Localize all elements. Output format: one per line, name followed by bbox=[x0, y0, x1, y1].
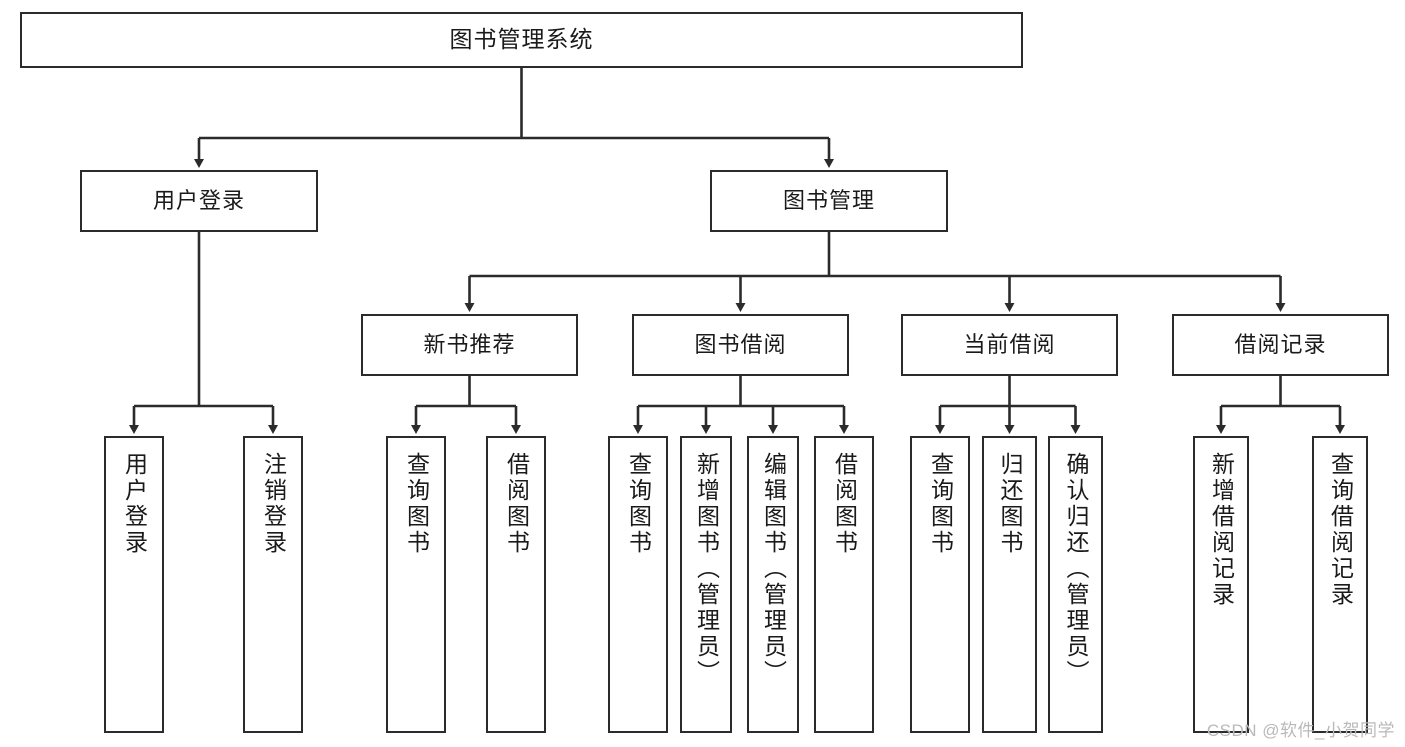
node-label: 图书管理系统 bbox=[449, 26, 594, 53]
node-label: 用户登录 bbox=[121, 452, 148, 556]
node-label: 查询图书 bbox=[927, 452, 954, 556]
node-current-borrow[interactable]: 当前借阅 bbox=[901, 314, 1118, 376]
node-label: 新增借阅记录 bbox=[1208, 452, 1235, 608]
node-root[interactable]: 图书管理系统 bbox=[20, 12, 1023, 68]
node-leaf-edit-book[interactable]: 编辑图书（管理员） bbox=[747, 436, 799, 733]
node-new-book-recommend[interactable]: 新书推荐 bbox=[361, 314, 578, 376]
node-leaf-borrow-book-2[interactable]: 借阅图书 bbox=[814, 436, 874, 733]
node-leaf-user-login[interactable]: 用户登录 bbox=[104, 436, 164, 733]
node-leaf-borrow-book-1[interactable]: 借阅图书 bbox=[486, 436, 546, 733]
node-label: 借阅记录 bbox=[1234, 332, 1327, 358]
node-label: 查询图书 bbox=[403, 452, 430, 556]
node-label: 新书推荐 bbox=[423, 332, 516, 358]
node-label: 图书管理 bbox=[782, 188, 875, 214]
node-leaf-confirm-return[interactable]: 确认归还（管理员） bbox=[1048, 436, 1103, 733]
node-borrow-record[interactable]: 借阅记录 bbox=[1172, 314, 1389, 376]
csdn-watermark: CSDN @软件_小贺同学 bbox=[1206, 721, 1395, 740]
node-leaf-query-book-1[interactable]: 查询图书 bbox=[386, 436, 446, 733]
node-leaf-query-book-3[interactable]: 查询图书 bbox=[910, 436, 970, 733]
node-label: 查询借阅记录 bbox=[1327, 452, 1354, 608]
node-label: 借阅图书 bbox=[503, 452, 530, 556]
node-leaf-add-book[interactable]: 新增图书（管理员） bbox=[680, 436, 732, 733]
node-label: 注销登录 bbox=[260, 452, 287, 556]
node-label: 确认归还（管理员） bbox=[1063, 452, 1089, 686]
node-label: 图书借阅 bbox=[694, 332, 787, 358]
node-leaf-add-record[interactable]: 新增借阅记录 bbox=[1193, 436, 1249, 733]
node-label: 归还图书 bbox=[997, 452, 1023, 556]
node-leaf-logout[interactable]: 注销登录 bbox=[243, 436, 303, 733]
node-label: 用户登录 bbox=[152, 188, 245, 214]
node-label: 新增图书（管理员） bbox=[693, 452, 720, 686]
node-book-borrow[interactable]: 图书借阅 bbox=[632, 314, 849, 376]
node-leaf-query-book-2[interactable]: 查询图书 bbox=[608, 436, 668, 733]
node-leaf-query-record[interactable]: 查询借阅记录 bbox=[1312, 436, 1368, 733]
node-book-admin[interactable]: 图书管理 bbox=[710, 170, 948, 232]
node-label: 当前借阅 bbox=[963, 332, 1056, 358]
node-label: 查询图书 bbox=[625, 452, 652, 556]
node-label: 借阅图书 bbox=[831, 452, 858, 556]
node-user-login[interactable]: 用户登录 bbox=[80, 170, 318, 232]
node-label: 编辑图书（管理员） bbox=[760, 452, 787, 686]
node-leaf-return-book[interactable]: 归还图书 bbox=[982, 436, 1037, 733]
